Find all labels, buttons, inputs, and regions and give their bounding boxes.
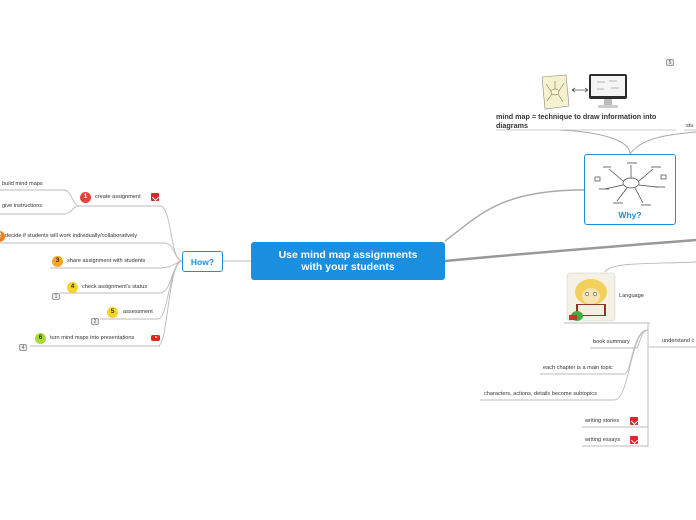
subtopics-item[interactable]: characters, actions, details become subt… bbox=[484, 391, 597, 397]
writing-essays-item[interactable]: writing essays bbox=[585, 437, 621, 443]
reading-character-icon bbox=[566, 272, 616, 322]
assessment-item[interactable]: assessment bbox=[123, 309, 153, 315]
how-node[interactable]: How? bbox=[182, 251, 223, 272]
priority-5-icon: 5 bbox=[107, 307, 118, 318]
mind-map-sketch-icon bbox=[594, 162, 667, 206]
language-topic[interactable]: Language bbox=[619, 293, 644, 299]
cut-off-label[interactable]: understand c bbox=[662, 338, 695, 344]
youtube-icon[interactable] bbox=[151, 335, 160, 341]
chapter-main-topic-item[interactable]: each chapter is a main topic bbox=[543, 365, 613, 371]
create-assignment-item[interactable]: create assignment bbox=[95, 194, 141, 200]
cut-off-label[interactable]: stu bbox=[686, 123, 694, 129]
share-assignment-item[interactable]: share assignment with students bbox=[67, 258, 146, 264]
why-node[interactable]: Why? bbox=[584, 154, 676, 225]
presentations-item[interactable]: turn mind maps into presentations bbox=[50, 335, 135, 341]
writing-stories-item[interactable]: writing stories bbox=[585, 418, 620, 424]
priority-2-icon: 2 bbox=[0, 231, 5, 242]
arrow-icon bbox=[571, 87, 589, 93]
mind-map-definition[interactable]: mind map = technique to draw information… bbox=[496, 112, 657, 130]
book-summary-item[interactable]: book summary bbox=[593, 339, 630, 345]
how-node-label: How? bbox=[190, 256, 215, 267]
red-arrow-icon[interactable] bbox=[630, 417, 638, 425]
priority-3-icon: 3 bbox=[52, 256, 63, 267]
give-instructions-item[interactable]: give instructions bbox=[2, 203, 43, 209]
priority-4-icon: 4 bbox=[67, 282, 78, 293]
central-topic-label: Use mind map assignments with your stude… bbox=[278, 249, 418, 273]
build-mind-maps-item[interactable]: build mind maps bbox=[2, 181, 43, 187]
paper-sketch-icon bbox=[541, 74, 570, 110]
collapsed-count-badge[interactable]: 4 bbox=[19, 344, 27, 351]
check-status-item[interactable]: check assignment's status bbox=[82, 284, 148, 290]
priority-1-icon: 1 bbox=[80, 192, 91, 203]
collapsed-count-badge[interactable]: 5 bbox=[666, 59, 674, 66]
central-topic[interactable]: Use mind map assignments with your stude… bbox=[251, 242, 445, 280]
monitor-icon bbox=[589, 74, 627, 108]
collapsed-count-badge[interactable]: 2 bbox=[91, 318, 99, 325]
priority-6-icon: 6 bbox=[35, 333, 46, 344]
why-node-label: Why? bbox=[618, 210, 642, 220]
decide-work-mode-item[interactable]: decide if students will work individuall… bbox=[5, 233, 138, 239]
red-arrow-icon[interactable] bbox=[151, 193, 159, 201]
red-arrow-icon[interactable] bbox=[630, 436, 638, 444]
collapsed-count-badge[interactable]: 1 bbox=[52, 293, 60, 300]
